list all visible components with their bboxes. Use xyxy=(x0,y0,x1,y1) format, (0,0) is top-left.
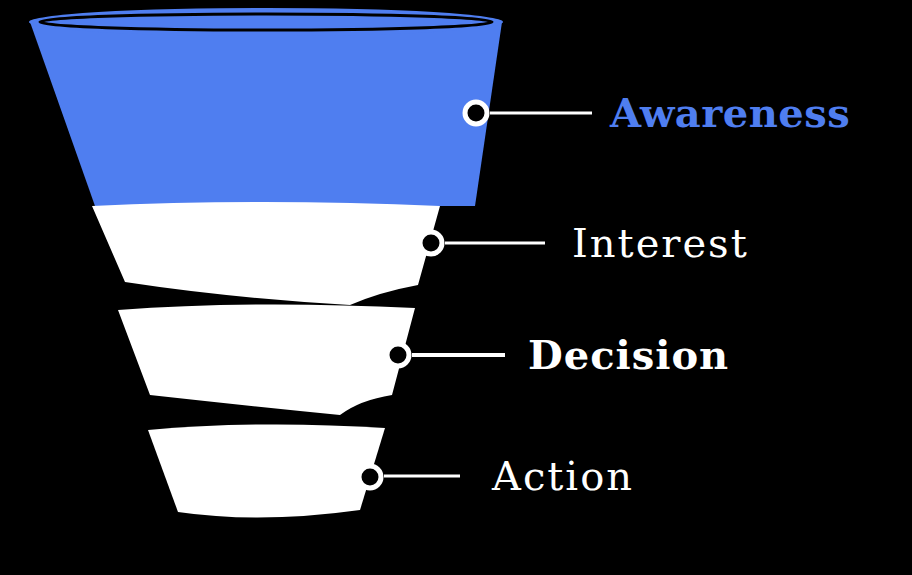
decision-band: Decision xyxy=(114,296,419,418)
leader-dot xyxy=(359,466,381,488)
funnel-rim-edge xyxy=(40,14,492,30)
leader-line xyxy=(490,112,592,115)
stage-label: Decision xyxy=(528,335,729,375)
band-outline xyxy=(30,22,502,206)
funnel-band-shape xyxy=(26,4,506,210)
interest-band: Interest xyxy=(88,194,444,308)
funnel-band-shape xyxy=(144,416,389,524)
leader-line xyxy=(412,353,505,357)
band-outline xyxy=(148,424,385,517)
funnel-rim xyxy=(29,8,503,36)
leader-dot xyxy=(420,232,442,254)
funnel-band-shape xyxy=(114,296,419,418)
leader-dot xyxy=(465,102,487,124)
stage-label: Interest xyxy=(572,223,749,263)
stage-label: Awareness xyxy=(610,93,850,133)
leader-line xyxy=(445,242,545,245)
leader-line xyxy=(384,475,460,478)
band-outline xyxy=(92,202,440,305)
stage-label: Action xyxy=(492,456,634,496)
awareness-band: Awareness xyxy=(26,4,506,210)
action-band: Action xyxy=(144,416,389,524)
band-outline xyxy=(118,304,415,415)
funnel-band-shape xyxy=(88,194,444,308)
leader-dot xyxy=(387,344,409,366)
